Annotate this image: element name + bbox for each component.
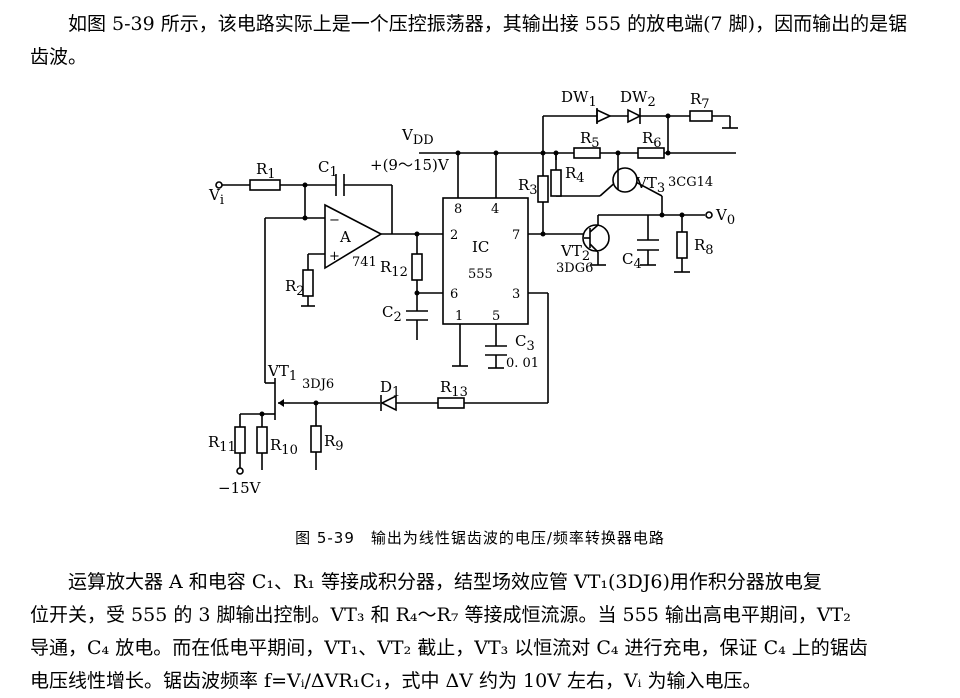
pin-8: 8: [454, 202, 462, 217]
label-r3: R3: [518, 176, 538, 198]
label-r8: R8: [694, 236, 714, 258]
capacitor-c3: [485, 345, 507, 356]
label-vo: V0: [715, 206, 735, 228]
body-line-4: 电压线性增长。锯齿波频率 f=Vᵢ/ΔVR₁C₁，式中 ΔV 约为 10V 左右…: [30, 670, 762, 692]
capacitor-c1: [335, 174, 345, 196]
label-r5: R5: [580, 129, 600, 151]
resistor-r2: [302, 269, 314, 297]
label-dw1: DW1: [561, 90, 597, 110]
zener-dw1: [596, 108, 612, 124]
capacitor-c4: [637, 239, 659, 251]
label-vdd: VDD: [401, 126, 434, 148]
label-neg-supply: −15V: [218, 479, 262, 497]
label-opamp-a: A: [339, 228, 351, 246]
label-opamp-minus: −: [329, 213, 340, 228]
resistor-r5: [573, 147, 601, 159]
capacitor-c2: [406, 310, 428, 321]
pin-7: 7: [512, 228, 520, 243]
figure-caption: 图 5-39 输出为线性锯齿波的电压/频率转换器电路: [295, 529, 665, 547]
label-c3: C3: [515, 332, 535, 354]
intro-paragraph: 如图 5-39 所示，该电路实际上是一个压控振荡器，其输出接 555 的放电端(…: [30, 13, 908, 68]
label-c1: C1: [318, 158, 338, 180]
label-vt3: VT3: [635, 174, 665, 196]
body-line-2: 位开关，受 555 的 3 脚输出控制。VT₃ 和 R₄～R₇ 等接成恒流源。当…: [30, 604, 851, 626]
resistor-r13: [437, 397, 465, 409]
label-r11: R11: [208, 433, 236, 455]
pin-2: 2: [450, 228, 458, 243]
resistor-r11: [234, 426, 246, 454]
label-r9: R9: [324, 432, 344, 454]
label-r1: R1: [256, 160, 276, 182]
pin-4: 4: [491, 202, 499, 217]
label-r10: R10: [270, 436, 298, 458]
label-r12: R12: [380, 258, 408, 280]
resistor-r8: [676, 231, 688, 259]
ic-555: [442, 197, 529, 325]
label-r2: R2: [285, 277, 305, 299]
jfet-vt1: [274, 378, 290, 420]
label-supply: +(9～15)V: [370, 156, 450, 174]
pin-6: 6: [450, 287, 458, 302]
resistor-r4: [550, 169, 562, 197]
resistor-r7: [689, 110, 713, 122]
label-c2: C2: [382, 303, 402, 325]
diode-d1: [380, 394, 397, 412]
label-ic: IC: [472, 238, 489, 256]
pin-3: 3: [512, 287, 520, 302]
label-vt1: VT1: [267, 362, 297, 384]
circuit-diagram: Vi R1 C1 +(9～15)V VDD − + A 741 R2 R12 C…: [208, 90, 738, 497]
label-r7: R7: [690, 90, 710, 112]
label-ic-model: 555: [468, 267, 493, 282]
resistor-r1: [249, 179, 281, 191]
resistor-r9: [310, 425, 322, 453]
label-vt2-model: 3DG6: [556, 261, 593, 276]
label-c3-value: 0. 01: [506, 356, 539, 371]
label-r13: R13: [440, 378, 468, 400]
label-opamp-plus: +: [329, 249, 340, 264]
label-vi: Vi: [208, 186, 224, 208]
label-c4: C4: [622, 250, 642, 272]
resistor-r12: [411, 253, 423, 281]
transistor-vt2: [582, 224, 610, 253]
label-dw2: DW2: [620, 90, 656, 110]
label-vt2: VT2: [560, 242, 590, 264]
label-vt1-model: 3DJ6: [302, 377, 334, 392]
label-opamp-model: 741: [352, 255, 377, 270]
label-r6: R6: [642, 129, 662, 151]
label-vt3-model: 3CG14: [668, 175, 713, 190]
circuit-labels: Vi R1 C1 +(9～15)V VDD − + A 741 R2 R12 C…: [208, 90, 735, 497]
pin-1: 1: [455, 309, 463, 324]
body-line-1: 运算放大器 A 和电容 C₁、R₁ 等接成积分器，结型场效应管 VT₁(3DJ6…: [68, 571, 822, 593]
opamp-a: [324, 203, 383, 270]
body-line-3: 导通，C₄ 放电。而在低电平期间，VT₁、VT₂ 截止，VT₃ 以恒流对 C₄ …: [30, 637, 868, 659]
body-paragraph: 运算放大器 A 和电容 C₁、R₁ 等接成积分器，结型场效应管 VT₁(3DJ6…: [30, 566, 920, 698]
resistor-r6: [637, 147, 665, 159]
pin-5: 5: [492, 309, 500, 324]
resistor-r10: [256, 426, 268, 454]
transistor-vt3: [612, 167, 638, 193]
label-d1: D1: [380, 378, 400, 400]
terminals-and-junctions: [215, 113, 713, 475]
label-r4: R4: [565, 164, 585, 186]
zener-dw2: [627, 108, 642, 124]
resistor-r3: [537, 175, 549, 203]
